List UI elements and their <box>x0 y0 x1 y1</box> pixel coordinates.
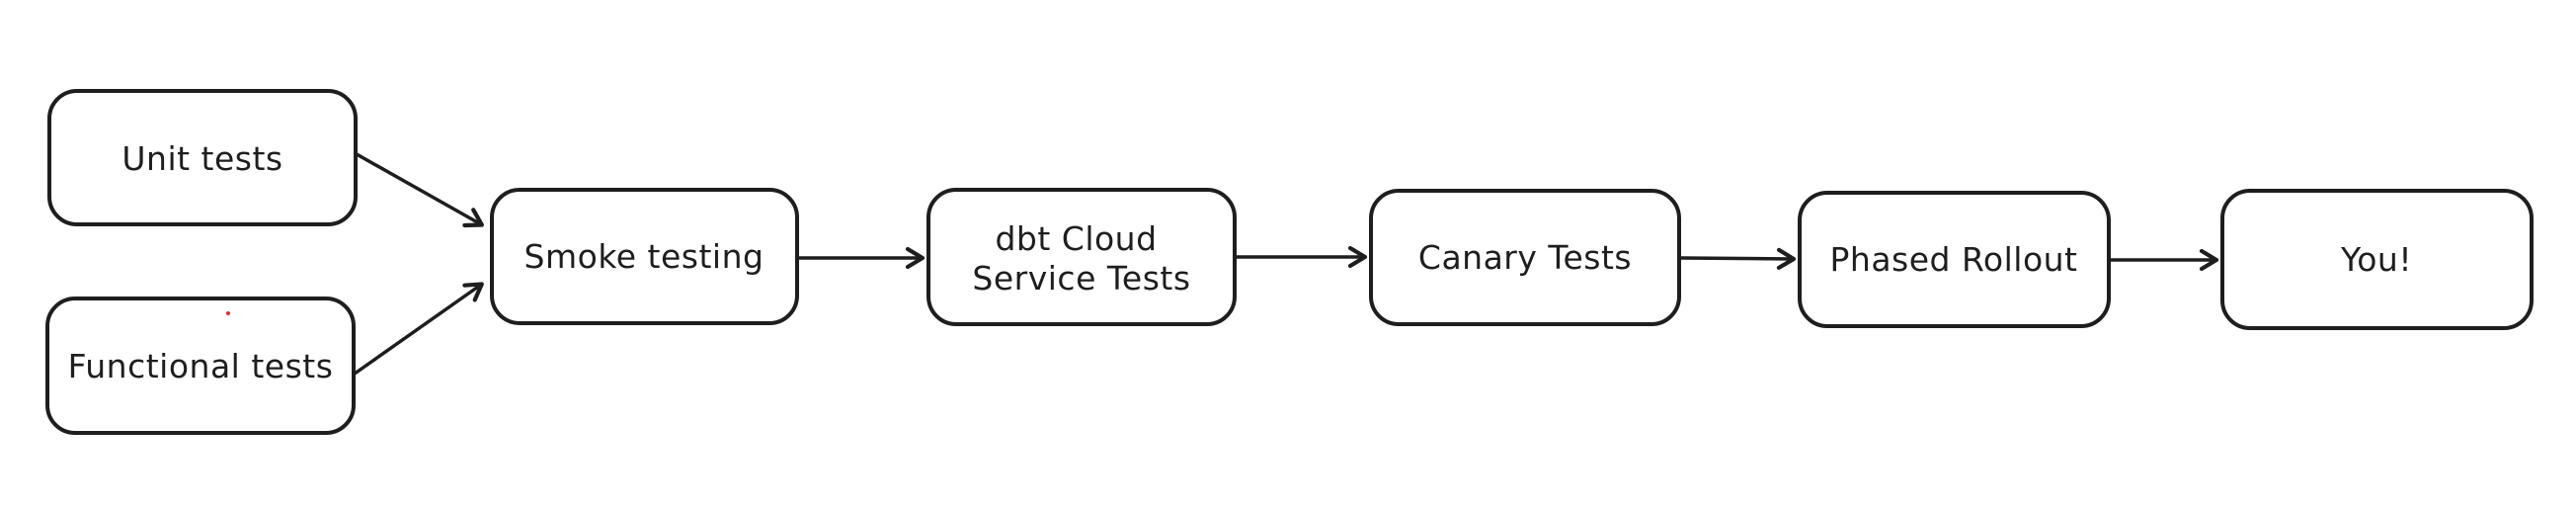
edge-functional-tests-to-smoke-testing[interactable] <box>353 282 484 376</box>
node-label: Phased Rollout <box>1830 240 2078 279</box>
node-dbt-cloud-service-tests[interactable]: dbt Cloud Service Tests <box>926 188 1237 326</box>
edges-layer <box>353 152 2219 376</box>
node-functional-tests[interactable]: Functional tests <box>45 297 356 435</box>
node-canary-tests[interactable]: Canary Tests <box>1369 189 1681 326</box>
red-dot-artifact <box>226 311 230 315</box>
edge-canary-tests-to-phased-rollout[interactable] <box>1679 247 1797 270</box>
node-smoke-testing[interactable]: Smoke testing <box>490 188 799 325</box>
node-phased-rollout[interactable]: Phased Rollout <box>1798 191 2111 328</box>
node-label: Canary Tests <box>1418 238 1632 277</box>
edge-unit-tests-to-smoke-testing[interactable] <box>355 152 484 228</box>
node-label: Unit tests <box>121 139 282 178</box>
node-label: You! <box>2340 240 2412 279</box>
node-label: Functional tests <box>68 347 334 385</box>
node-label: Smoke testing <box>524 237 765 276</box>
node-unit-tests[interactable]: Unit tests <box>47 89 358 226</box>
node-you[interactable]: You! <box>2220 189 2534 330</box>
node-label: dbt Cloud Service Tests <box>972 219 1190 298</box>
